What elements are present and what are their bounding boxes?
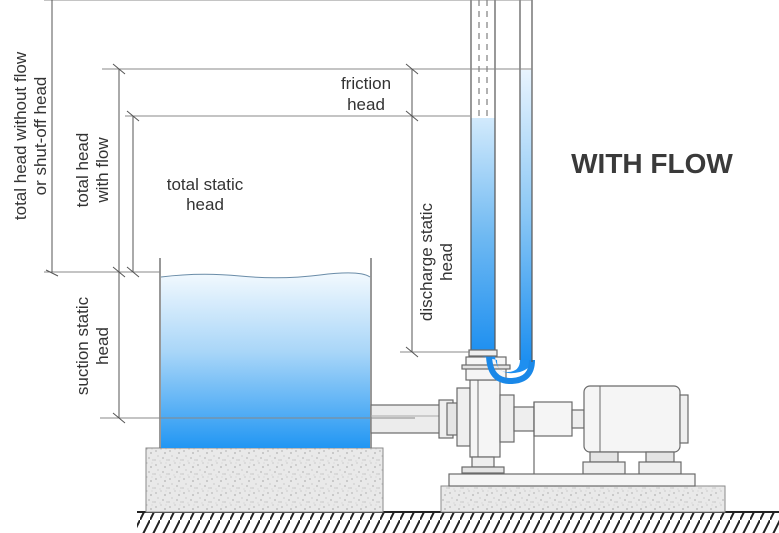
dimension-lines: [45, 0, 419, 424]
label-total-without-flow-line1: total head without flow: [11, 51, 30, 220]
label-total-head-without-flow: total head without flow or shut-off head: [11, 51, 50, 220]
tank-icon: [159, 258, 372, 448]
motor-icon: [571, 385, 689, 475]
label-discharge-static-line2: head: [437, 243, 456, 281]
diagram-title: WITH FLOW: [571, 148, 733, 179]
tank-foundation: [145, 447, 384, 513]
suction-pipe: [370, 399, 458, 439]
label-total-with-flow-line2: with flow: [93, 137, 112, 204]
label-friction-line2: head: [347, 95, 385, 114]
label-total-head-with-flow: total head with flow: [73, 133, 112, 208]
label-total-with-flow-line1: total head: [73, 133, 92, 208]
label-total-static-head: total static head: [167, 175, 244, 214]
ground-hatch-icon: [137, 511, 779, 533]
label-total-without-flow-line2: or shut-off head: [31, 77, 50, 196]
label-discharge-static-head: discharge static head: [417, 202, 456, 321]
label-suction-static-line1: suction static: [73, 296, 92, 395]
standpipe-icon: [468, 0, 535, 384]
pump-foundation: [440, 485, 726, 513]
pump-icon: [456, 356, 573, 474]
label-total-static-line1: total static: [167, 175, 244, 194]
pump-baseplate: [448, 473, 696, 487]
label-total-static-line2: head: [186, 195, 224, 214]
label-friction-line1: friction: [341, 74, 391, 93]
label-friction-head: friction head: [341, 74, 391, 114]
label-suction-static-line2: head: [93, 327, 112, 365]
label-suction-static-head: suction static head: [73, 296, 112, 395]
label-discharge-static-line1: discharge static: [417, 202, 436, 321]
